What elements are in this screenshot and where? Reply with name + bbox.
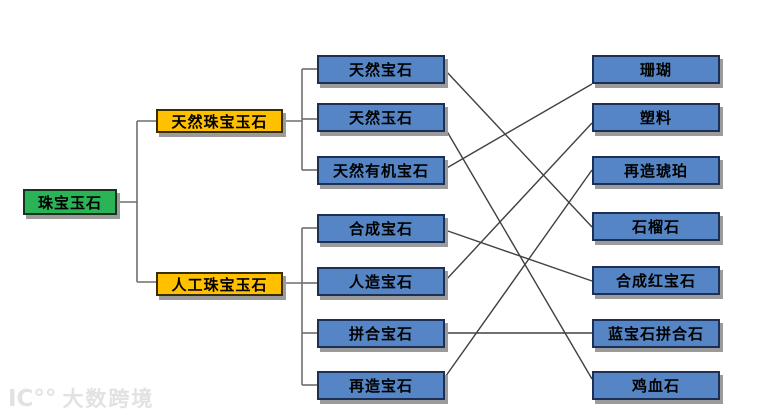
watermark: IC°°大数跨境 bbox=[8, 383, 154, 413]
node-artificial-gem: 人造宝石 bbox=[317, 267, 445, 296]
node-natural-organic-gem: 天然有机宝石 bbox=[317, 156, 445, 185]
node-reconstructed-amber: 再造琥珀 bbox=[592, 156, 720, 185]
node-garnet: 石榴石 bbox=[592, 212, 720, 241]
node-root-jewelry-gemstone: 珠宝玉石 bbox=[23, 189, 117, 215]
node-sapphire-doublet: 蓝宝石拼合石 bbox=[592, 319, 720, 348]
line-artificial-gem-to-plastic bbox=[444, 122, 593, 282]
node-natural-gem: 天然宝石 bbox=[317, 55, 445, 84]
line-organic-gem-to-coral bbox=[444, 83, 593, 170]
node-chicken-blood-stone: 鸡血石 bbox=[592, 371, 720, 400]
line-natural-gem-to-garnet bbox=[444, 69, 593, 228]
node-natural-jade: 天然玉石 bbox=[317, 103, 445, 132]
node-synthetic-gem: 合成宝石 bbox=[317, 214, 445, 243]
line-synthetic-gem-to-synthetic-ruby bbox=[444, 229, 593, 282]
node-plastic: 塑料 bbox=[592, 103, 720, 132]
watermark-text: 大数跨境 bbox=[62, 387, 155, 411]
node-synthetic-ruby: 合成红宝石 bbox=[592, 266, 720, 295]
node-assembled-gem: 拼合宝石 bbox=[317, 319, 445, 348]
line-reconstructed-gem-to-reconstructed-amber bbox=[442, 169, 593, 381]
watermark-logo-icon: IC°° bbox=[8, 386, 57, 412]
node-natural-jewelry-gemstone: 天然珠宝玉石 bbox=[156, 109, 283, 133]
node-coral: 珊瑚 bbox=[592, 55, 720, 84]
matching-lines bbox=[442, 69, 593, 381]
line-natural-jade-to-chicken-blood-stone bbox=[444, 127, 593, 380]
node-artificial-jewelry-gemstone: 人工珠宝玉石 bbox=[156, 272, 283, 296]
node-reconstructed-gem: 再造宝石 bbox=[317, 371, 445, 400]
